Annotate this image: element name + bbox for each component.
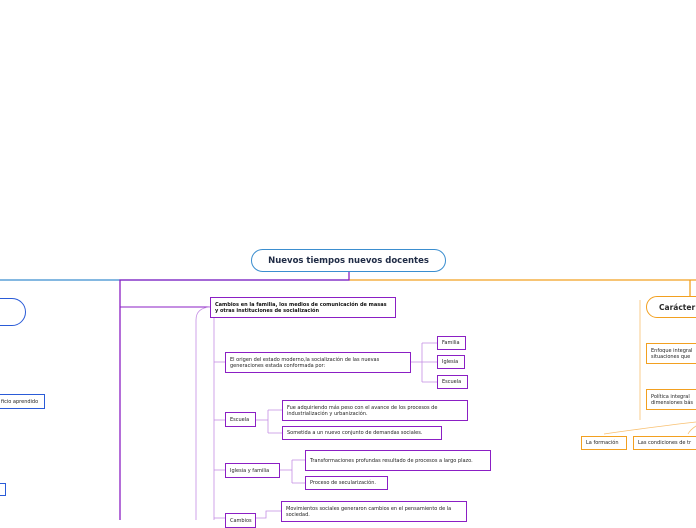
- cambios-child-1[interactable]: Movimientos sociales generaron cambios e…: [281, 501, 467, 522]
- iglesia-familia-child-1[interactable]: Transformaciones profundas resultado de …: [305, 450, 491, 471]
- iglesia-familia-child-2-label: Proceso de secularización.: [310, 480, 376, 486]
- origin-child-escuela[interactable]: Escuela: [437, 375, 468, 389]
- cambios-node[interactable]: Cambios: [225, 513, 256, 528]
- origin-child-iglesia[interactable]: Iglesia: [437, 355, 465, 369]
- origin-label: El origen del estado moderno,la socializ…: [230, 356, 380, 369]
- purple-heading-node[interactable]: Cambios en la familia, los medios de com…: [210, 297, 396, 318]
- escuela-node-label: Escuela: [230, 416, 250, 423]
- iglesia-familia-child-2[interactable]: Proceso de secularización.: [305, 476, 388, 490]
- blue-subtopic-label: ficio aprendido: [1, 398, 39, 405]
- escuela-node[interactable]: Escuela: [225, 412, 256, 427]
- orange-subitem-formacion-label: La formación: [586, 440, 619, 446]
- root-topic[interactable]: Nuevos tiempos nuevos docentes: [251, 249, 446, 272]
- iglesia-label: Iglesia: [442, 359, 459, 365]
- orange-item-enfoque[interactable]: Enfoque integral situaciones que: [646, 343, 696, 364]
- orange-item-politica-label: Política integral dimensiones bás: [651, 393, 694, 406]
- iglesia-familia-child-1-label: Transformaciones profundas resultado de …: [310, 457, 473, 464]
- escuela-child-2-label: Sometida a un nuevo conjunto de demandas…: [287, 430, 423, 436]
- cambios-label: Cambios: [230, 517, 252, 524]
- iglesia-familia-node[interactable]: Iglesia y familia: [225, 463, 280, 478]
- origin-child-familia[interactable]: Familia: [437, 336, 466, 350]
- iglesia-familia-label: Iglesia y familia: [230, 467, 270, 474]
- orange-main-topic[interactable]: Carácter: [646, 296, 696, 318]
- escuela-label: Escuela: [442, 379, 462, 385]
- escuela-child-1-label: Fue adquiriendo más peso con el avance d…: [287, 404, 438, 417]
- blue-subtopic-oficio[interactable]: ficio aprendido: [0, 394, 45, 409]
- familia-label: Familia: [442, 340, 460, 346]
- origin-node[interactable]: El origen del estado moderno,la socializ…: [225, 352, 411, 373]
- orange-main-title: Carácter: [659, 302, 696, 312]
- root-title: Nuevos tiempos nuevos docentes: [268, 255, 429, 266]
- blue-main-topic[interactable]: [0, 298, 26, 326]
- orange-subitem-condiciones-label: Las condiciones de tr: [638, 440, 692, 446]
- purple-heading-label: Cambios en la familia, los medios de com…: [215, 301, 387, 314]
- orange-item-enfoque-label: Enfoque integral situaciones que: [651, 347, 693, 360]
- orange-subitem-formacion[interactable]: La formación: [581, 436, 627, 450]
- orange-item-politica[interactable]: Política integral dimensiones bás: [646, 389, 696, 410]
- orange-subitem-condiciones[interactable]: Las condiciones de tr: [633, 436, 696, 450]
- cambios-child-1-label: Movimientos sociales generaron cambios e…: [286, 505, 452, 518]
- blue-subtopic-2[interactable]: [0, 483, 6, 496]
- escuela-child-2[interactable]: Sometida a un nuevo conjunto de demandas…: [282, 426, 442, 440]
- escuela-child-1[interactable]: Fue adquiriendo más peso con el avance d…: [282, 400, 468, 421]
